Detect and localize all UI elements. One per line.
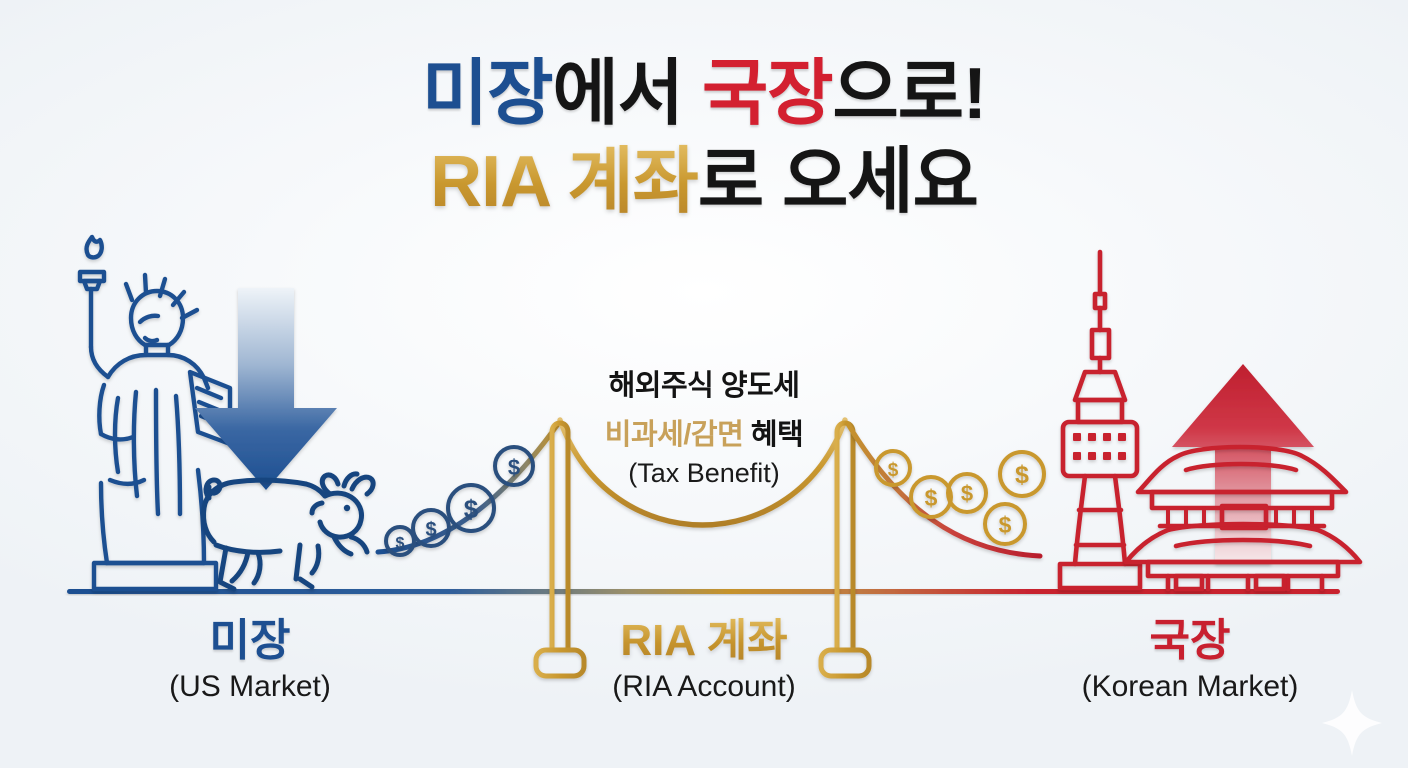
label-us-market-korean: 미장 bbox=[209, 616, 291, 665]
coin-symbol: $ bbox=[464, 494, 479, 524]
label-korean-market-korean: 국장 bbox=[1149, 616, 1231, 665]
headline-line-1: 미장에서 국장으로! bbox=[0, 58, 1408, 130]
coin-symbol: $ bbox=[425, 519, 436, 541]
headline-segment-euro: 으로! bbox=[832, 54, 986, 134]
coin-symbol: $ bbox=[925, 485, 938, 511]
headline-segment-ria-account: RIA 계좌 bbox=[430, 142, 699, 222]
headline-line-2: RIA 계좌로 오세요 bbox=[0, 146, 1408, 218]
headline-segment-misjang: 미장 bbox=[422, 54, 553, 134]
label-ria-account: RIA 계좌 (RIA Account) bbox=[494, 617, 914, 704]
coin-symbol: $ bbox=[999, 512, 1012, 538]
headline-segment-gukjang: 국장 bbox=[702, 54, 833, 134]
right-bridge-approach bbox=[845, 421, 1043, 589]
tax-caption-line-3: (Tax Benefit) bbox=[628, 458, 780, 488]
label-korean-market-english: (Korean Market) bbox=[1081, 670, 1299, 704]
tax-caption-line-2: 비과세/감면 혜택 bbox=[0, 411, 1408, 453]
label-us-market-english: (US Market) bbox=[169, 670, 331, 704]
headline-block: 미장에서 국장으로! RIA 계좌로 오세요 bbox=[0, 58, 1408, 218]
coin-symbol: $ bbox=[961, 481, 973, 506]
headline-segment-ro-oseyo: 로 오세요 bbox=[697, 142, 979, 222]
statue-of-liberty-icon bbox=[77, 234, 233, 592]
coin-symbol: $ bbox=[508, 455, 520, 480]
up-arrow-icon bbox=[1172, 364, 1314, 564]
tax-caption-line-1: 해외주식 양도세 bbox=[608, 370, 800, 402]
ground-line bbox=[67, 589, 1340, 594]
left-coin-cluster: $ $ $ $ bbox=[384, 445, 535, 557]
label-ria-account-korean: RIA 계좌 bbox=[494, 617, 914, 664]
label-us-market: 미장 (US Market) bbox=[40, 616, 460, 704]
coin-symbol: $ bbox=[888, 460, 899, 481]
korean-palace-icon bbox=[1123, 444, 1363, 592]
bull-icon bbox=[201, 471, 376, 592]
label-ria-account-english: (RIA Account) bbox=[612, 670, 796, 704]
coin-symbol: $ bbox=[1015, 461, 1029, 489]
headline-segment-eseo: 에서 bbox=[552, 54, 702, 134]
tax-caption-exempt: 비과세/감면 bbox=[604, 419, 744, 451]
namsan-tower-icon bbox=[1057, 249, 1143, 591]
tax-benefit-caption: 해외주식 양도세 비과세/감면 혜택 (Tax Benefit) bbox=[0, 362, 1408, 489]
right-coin-cluster: $ $ $ $ $ bbox=[874, 449, 1046, 546]
down-arrow-icon bbox=[195, 288, 337, 490]
left-bridge-approach bbox=[375, 421, 563, 589]
tax-caption-benefit: 혜택 bbox=[750, 419, 804, 451]
coin-symbol: $ bbox=[396, 535, 405, 552]
label-korean-market: 국장 (Korean Market) bbox=[980, 616, 1400, 704]
